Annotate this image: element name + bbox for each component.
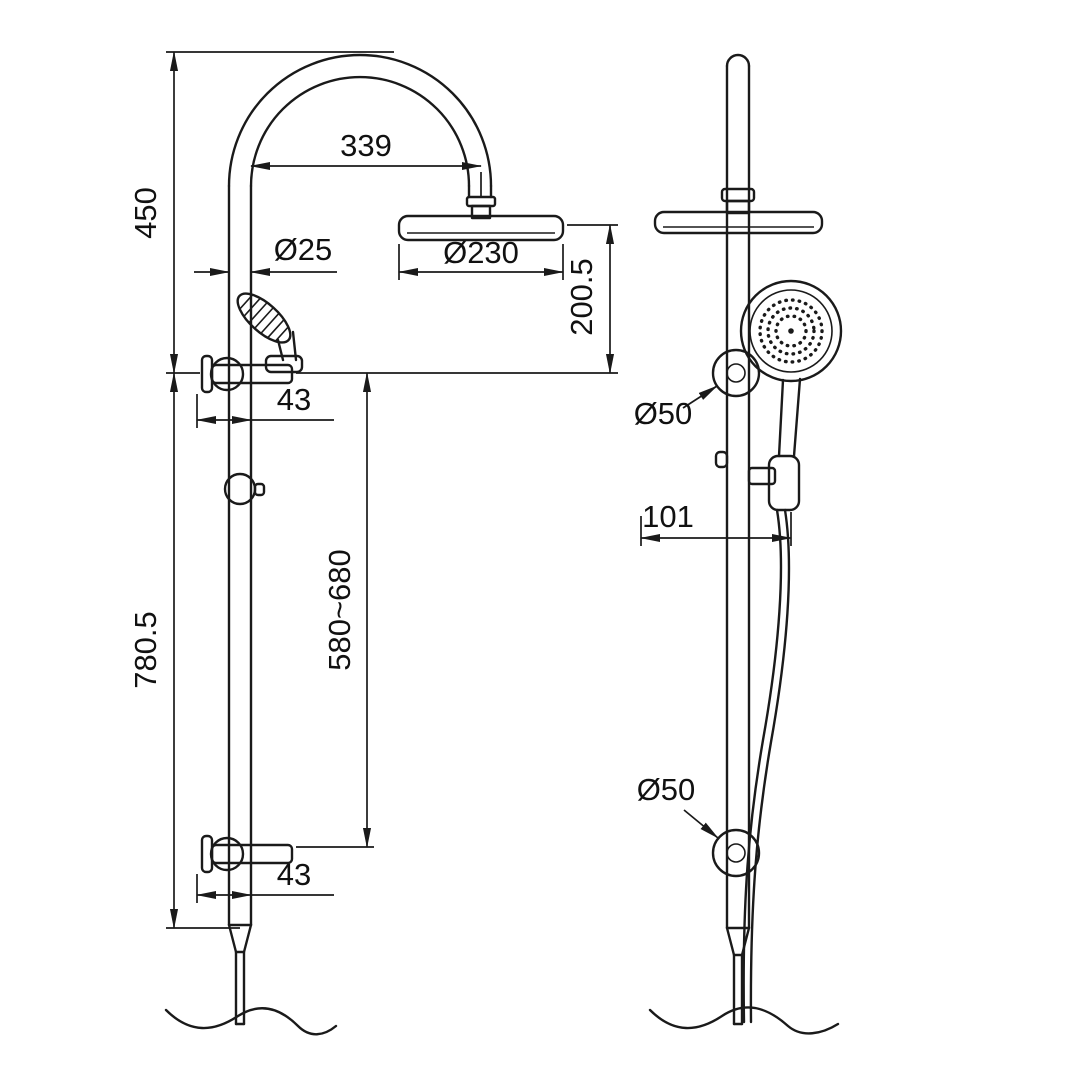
dim-label-bracket-diameter-top: Ø50 xyxy=(634,396,693,431)
dim-label-339: 339 xyxy=(340,128,392,163)
dimension-780-5: 780.5 xyxy=(128,371,240,930)
dim-label-travel-range: 580~680 xyxy=(322,549,357,671)
wall-bracket-top xyxy=(200,354,294,394)
dimension-head-diameter: Ø230 xyxy=(397,235,565,280)
dim-label-780-5: 780.5 xyxy=(128,611,163,689)
wall-bracket-bottom-side xyxy=(711,828,761,878)
dim-label-43-bottom: 43 xyxy=(277,857,311,892)
gooseneck-arc xyxy=(227,53,497,220)
floor-line-front xyxy=(164,1007,338,1036)
dimension-450: 450 xyxy=(128,50,394,375)
dimension-bracket-diameter-top: Ø50 xyxy=(634,385,718,431)
side-view: Ø50 101 Ø50 xyxy=(634,53,843,1035)
front-view: 450 780.5 339 Ø25 Ø230 xyxy=(128,50,618,1036)
dimension-339: 339 xyxy=(249,128,483,196)
shower-hose xyxy=(742,508,791,1024)
floor-line-side xyxy=(648,1006,840,1035)
dimension-200-5: 200.5 xyxy=(296,223,618,375)
dimension-43-top: 43 xyxy=(195,382,334,428)
wall-bracket-top-side xyxy=(711,348,761,398)
dim-label-450: 450 xyxy=(128,187,163,239)
hand-shower-side xyxy=(739,279,843,458)
dimension-travel-range: 580~680 xyxy=(296,371,374,849)
dim-label-head-diameter: Ø230 xyxy=(443,235,519,270)
dimension-43-bottom: 43 xyxy=(195,857,334,903)
hand-shower-front xyxy=(234,289,304,374)
dim-label-pipe-diameter: Ø25 xyxy=(274,232,333,267)
dimension-bracket-diameter-bottom: Ø50 xyxy=(637,772,719,839)
dim-label-200-5: 200.5 xyxy=(564,258,599,336)
wall-bracket-bottom xyxy=(200,834,294,874)
slider-knob xyxy=(223,472,266,506)
overhead-shower-head xyxy=(397,214,565,242)
dimension-pipe-diameter: Ø25 xyxy=(194,232,337,277)
dim-label-bracket-diameter-bottom: Ø50 xyxy=(637,772,696,807)
overhead-shower-head-side xyxy=(653,210,824,235)
dimension-101: 101 xyxy=(639,499,793,546)
dim-label-43-top: 43 xyxy=(277,382,311,417)
hand-shower-holder-side xyxy=(714,450,801,512)
dim-label-101: 101 xyxy=(642,499,694,534)
